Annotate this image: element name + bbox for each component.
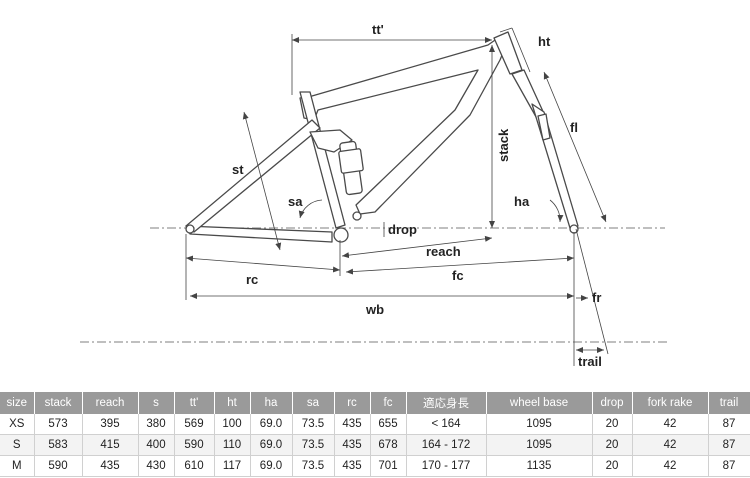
table-cell: 1095 [486, 434, 593, 456]
table-cell: 590 [34, 455, 83, 477]
table-cell: 87 [708, 455, 750, 477]
table-cell: 435 [334, 414, 371, 435]
ht-label: ht [538, 34, 551, 49]
col-header-ha: ha [250, 392, 293, 414]
table-cell: 42 [632, 455, 709, 477]
col-header-ht: ht [214, 392, 251, 414]
table-cell: 73.5 [292, 434, 335, 456]
wb-label: wb [365, 302, 384, 317]
col-header-drop: drop [592, 392, 633, 414]
table-header-row: size stack reach s tt' ht ha sa rc fc 適応… [0, 392, 750, 414]
col-header-size: size [0, 392, 35, 414]
fc-label: fc [452, 268, 464, 283]
col-header-trail: trail [708, 392, 750, 414]
table-cell: 164 - 172 [406, 434, 487, 456]
table-cell: 69.0 [250, 455, 293, 477]
table-cell: XS [0, 414, 35, 435]
sa-label: sa [288, 194, 303, 209]
trail-label: trail [578, 354, 602, 369]
drop-label: drop [388, 222, 417, 237]
table-cell: 100 [214, 414, 251, 435]
col-header-s: s [138, 392, 175, 414]
table-cell: S [0, 434, 35, 456]
bike-frame [185, 31, 579, 243]
col-header-wheel-base: wheel base [486, 392, 593, 414]
col-header-rc: rc [334, 392, 371, 414]
reach-label: reach [426, 244, 461, 259]
table-cell: 73.5 [292, 414, 335, 435]
col-header-fork-rake: fork rake [632, 392, 709, 414]
table-cell: 20 [592, 434, 633, 456]
table-cell: 430 [138, 455, 175, 477]
table-cell: 435 [82, 455, 139, 477]
st-label: st [232, 162, 244, 177]
table-cell: 42 [632, 414, 709, 435]
table-cell: 395 [82, 414, 139, 435]
table-cell: 20 [592, 455, 633, 477]
table-cell: < 164 [406, 414, 487, 435]
table-cell: 569 [174, 414, 215, 435]
table-cell: 415 [82, 434, 139, 456]
rc-label: rc [246, 272, 258, 287]
table-cell: 590 [174, 434, 215, 456]
table-cell: 117 [214, 455, 251, 477]
col-header-reach: reach [82, 392, 139, 414]
table-cell: 655 [370, 414, 407, 435]
col-header-sa: sa [292, 392, 335, 414]
col-header-stack: stack [34, 392, 83, 414]
stack-label: stack [496, 128, 511, 162]
fr-label: fr [592, 290, 601, 305]
table-cell: 87 [708, 414, 750, 435]
table-cell: 69.0 [250, 434, 293, 456]
col-header-rider-height: 適応身長 [406, 392, 487, 414]
table-cell: 701 [370, 455, 407, 477]
geometry-table: size stack reach s tt' ht ha sa rc fc 適応… [0, 392, 750, 477]
table-cell: 400 [138, 434, 175, 456]
table-cell: 170 - 177 [406, 455, 487, 477]
table-cell: 583 [34, 434, 83, 456]
table-cell: 573 [34, 414, 83, 435]
ha-label: ha [514, 194, 530, 209]
geometry-diagram: tt' ht fl stack st sa ha drop reach rc f… [80, 22, 668, 369]
table-cell: 20 [592, 414, 633, 435]
table-cell: 610 [174, 455, 215, 477]
table-cell: M [0, 455, 35, 477]
table-cell: 42 [632, 434, 709, 456]
table-cell: 1095 [486, 414, 593, 435]
col-header-tt: tt' [174, 392, 215, 414]
tt-label: tt' [372, 22, 384, 37]
fl-label: fl [570, 120, 578, 135]
table-cell: 380 [138, 414, 175, 435]
table-cell: 69.0 [250, 414, 293, 435]
table-cell: 1135 [486, 455, 593, 477]
table-cell: 110 [214, 434, 251, 456]
table-cell: 73.5 [292, 455, 335, 477]
table-cell: 435 [334, 455, 371, 477]
table-cell: 87 [708, 434, 750, 456]
table-cell: 678 [370, 434, 407, 456]
table-cell: 435 [334, 434, 371, 456]
col-header-fc: fc [370, 392, 407, 414]
